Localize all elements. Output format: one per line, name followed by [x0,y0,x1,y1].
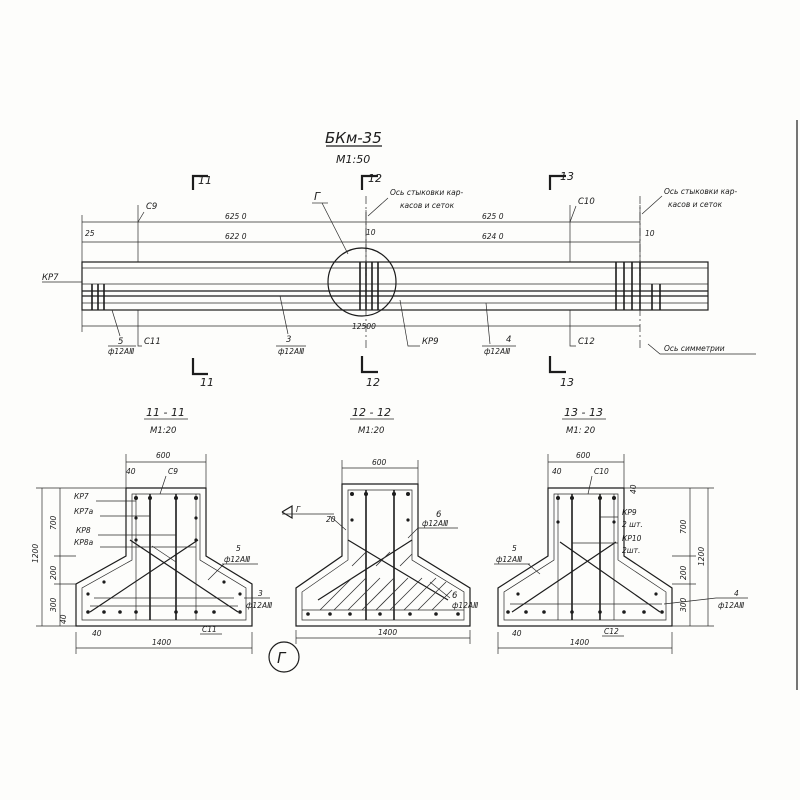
label-kp9: КР9 [422,337,439,347]
label-c9: С9 [146,202,157,212]
dim-total-12500: 12500 [352,322,376,331]
svg-text:12 - 12: 12 - 12 [352,406,391,419]
detail-g-marker-label: Г [277,649,287,667]
svg-text:1400: 1400 [152,638,171,647]
pos3-mark: 3 [286,335,291,345]
label-c11: С11 [144,337,161,347]
svg-text:С12: С12 [604,627,619,636]
svg-text:13 - 13: 13 - 13 [564,406,603,419]
svg-text:1200: 1200 [31,544,40,563]
svg-text:6: 6 [452,591,458,601]
svg-text:300: 300 [49,597,58,612]
svg-text:12: 12 [368,172,382,185]
svg-text:М1:20: М1:20 [358,426,384,436]
detail-g-marker [268,641,300,673]
dim-6250-left: 625 0 [225,212,247,221]
svg-text:700: 700 [679,519,688,534]
label-kp7: КР7 [42,273,59,283]
svg-text:11: 11 [198,174,212,187]
pos5-diameter: ф12АⅢ [108,347,134,356]
svg-text:М1: 20: М1: 20 [566,426,595,436]
svg-text:1400: 1400 [570,638,589,647]
svg-text:13: 13 [560,376,574,389]
pos3-diameter: ф12АⅢ [278,347,304,356]
pos4-diameter: ф12АⅢ [484,347,510,356]
svg-text:12: 12 [366,376,380,389]
pos4-mark: 4 [506,335,511,345]
svg-text:300: 300 [679,597,688,612]
pos5-mark: 5 [118,337,123,347]
detail-g-circle [327,247,397,317]
label-c10: С10 [578,197,595,207]
dim-10-mid: 10 [366,228,376,237]
svg-text:3: 3 [258,589,263,598]
svg-text:2шт.: 2шт. [622,546,640,555]
svg-text:40: 40 [92,629,102,638]
svg-text:11: 11 [200,376,214,389]
svg-text:С9: С9 [168,467,178,476]
svg-text:20: 20 [326,515,336,524]
svg-text:ф12АⅢ: ф12АⅢ [496,555,522,564]
svg-text:700: 700 [49,515,58,530]
beam-elevation [81,196,709,350]
svg-text:4: 4 [734,589,739,598]
svg-text:ф12АⅢ: ф12АⅢ [224,555,250,564]
svg-text:ф12АⅢ: ф12АⅢ [422,519,448,528]
svg-text:1200: 1200 [697,547,706,566]
svg-text:40: 40 [552,467,562,476]
svg-text:11 - 11: 11 - 11 [146,406,185,419]
svg-text:600: 600 [156,451,171,460]
svg-text:М1:20: М1:20 [150,426,176,436]
svg-text:13: 13 [560,170,574,183]
svg-text:С10: С10 [594,467,609,476]
svg-text:600: 600 [372,458,387,467]
svg-text:ф12АⅢ: ф12АⅢ [246,601,272,610]
svg-text:40: 40 [512,629,522,638]
svg-text:КР8: КР8 [76,526,91,535]
main-scale: М1:50 [336,153,370,166]
svg-text:40: 40 [59,614,68,624]
dim-6240: 624 0 [482,232,504,241]
dim-25: 25 [85,229,95,238]
svg-text:С11: С11 [202,625,217,634]
dim-6220: 622 0 [225,232,247,241]
dim-10-right: 10 [645,229,655,238]
section-11-11: 11 - 11 М1:20 600 40 С9 [31,406,272,654]
section-13-13: 13 - 13 М1: 20 600 40 С10 40 [494,406,748,654]
axis-joint-left-line2: касов и сеток [400,201,455,210]
svg-text:1400: 1400 [378,628,397,637]
label-c12: С12 [578,337,595,347]
svg-text:40: 40 [126,467,136,476]
axis-joint-right-line1: Ось стыковки кар- [664,187,737,196]
svg-text:5: 5 [236,544,241,553]
svg-text:200: 200 [49,565,58,580]
section-marker-13: 13 13 [548,170,574,389]
svg-text:ф12АⅢ: ф12АⅢ [452,601,478,610]
svg-text:КР7: КР7 [74,492,89,501]
detail-ref-label: Г [314,190,321,203]
axis-symmetry-label: Ось симметрии [664,344,725,353]
svg-text:КР8а: КР8а [74,538,94,547]
svg-text:КР10: КР10 [622,534,642,543]
svg-text:200: 200 [679,565,688,580]
svg-text:600: 600 [576,451,591,460]
svg-text:КР7а: КР7а [74,507,94,516]
drawing-title: БКм-35 [325,129,382,147]
svg-text:40: 40 [629,484,638,494]
axis-joint-right-line2: касов и сеток [668,200,723,209]
svg-text:5: 5 [512,544,517,553]
svg-text:КР9: КР9 [622,508,637,517]
svg-text:2 шт.: 2 шт. [622,520,643,529]
svg-text:ф12АⅢ: ф12АⅢ [718,601,744,610]
section-marker-11: 11 11 [191,174,214,389]
section-12-12: 12 - 12 М1:20 [281,406,478,644]
svg-text:6: 6 [436,510,442,520]
section-marker-12: 12 12 [360,172,382,389]
axis-joint-left-line1: Ось стыковки кар- [390,188,463,197]
svg-text:Г: Г [296,505,301,514]
dim-6250-right: 625 0 [482,212,504,221]
